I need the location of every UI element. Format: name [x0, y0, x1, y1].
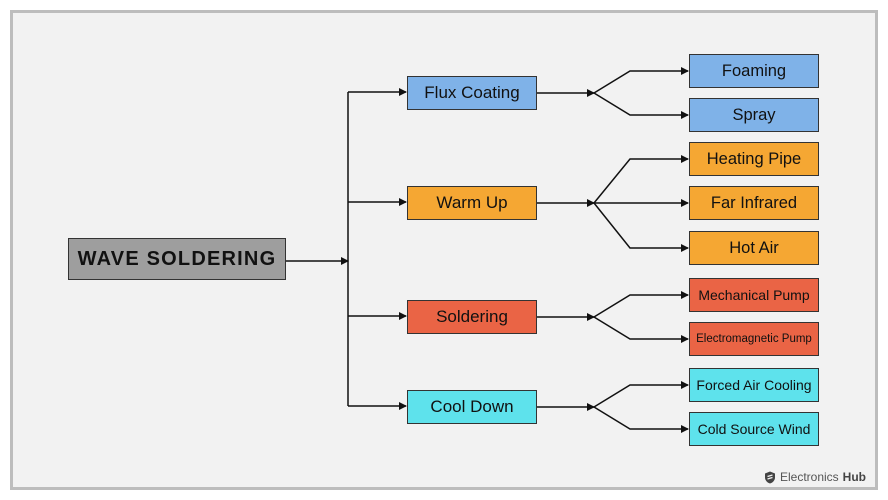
brand-name: Electronics: [779, 470, 839, 484]
stage-soldering: Soldering: [407, 300, 537, 334]
leaf-cold-source-wind: Cold Source Wind: [689, 412, 819, 446]
leaf-mechanical-pump: Mechanical Pump: [689, 278, 819, 312]
shield-logo-icon: [764, 471, 775, 483]
leaf-electromagnetic-pump: Electromagnetic Pump: [689, 322, 819, 356]
leaf-hot-air: Hot Air: [689, 231, 819, 265]
leaf-forced-air-cooling: Forced Air Cooling: [689, 368, 819, 402]
leaf-heating-pipe: Heating Pipe: [689, 142, 819, 176]
brand-name-bold: Hub: [842, 470, 866, 484]
stage-flux-coating: Flux Coating: [407, 76, 537, 110]
leaf-spray: Spray: [689, 98, 819, 132]
leaf-foaming: Foaming: [689, 54, 819, 88]
root-node: WAVE SOLDERING: [68, 238, 286, 280]
stage-cool-down: Cool Down: [407, 390, 537, 424]
leaf-far-infrared: Far Infrared: [689, 186, 819, 220]
stage-warm-up: Warm Up: [407, 186, 537, 220]
brand-watermark: Electronics Hub: [764, 470, 866, 484]
